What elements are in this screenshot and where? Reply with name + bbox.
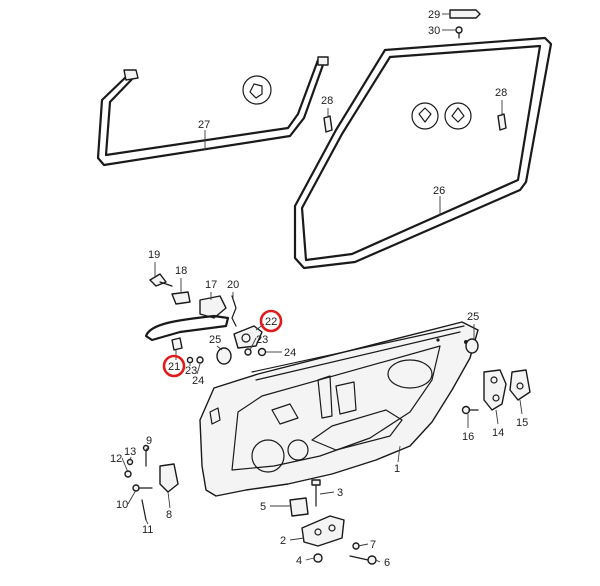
callout-23-lower: 23: [185, 365, 197, 377]
part-25-grommet-right: [465, 338, 479, 354]
callout-28-left: 28: [321, 95, 333, 107]
part-16-bolt: [461, 405, 479, 415]
callout-4: 4: [296, 555, 302, 567]
detail-circle-clip: [242, 75, 272, 105]
part-11-pin: [141, 499, 147, 521]
part-17-handle: [144, 295, 230, 342]
callout-3: 3: [337, 487, 343, 499]
part-18-cylinder: [171, 291, 191, 305]
callout-14: 14: [492, 427, 504, 439]
part-20-spring: [231, 295, 237, 327]
part-2-hinge: [301, 515, 345, 547]
part-14-striker: [483, 369, 507, 411]
detail-circles-26: [411, 102, 472, 130]
callout-27: 27: [198, 119, 210, 131]
callout-28-right: 28: [495, 87, 507, 99]
part-22-bracket: [233, 325, 263, 349]
part-29-clip: [449, 9, 481, 19]
callout-11: 11: [142, 524, 153, 536]
callout-2: 2: [280, 535, 286, 547]
part-19-key: [149, 273, 173, 287]
callout-24-upper: 24: [284, 347, 296, 359]
part-25-grommet-left: [216, 347, 232, 365]
callout-16: 16: [462, 431, 474, 443]
part-30-screw: [455, 26, 463, 39]
part-5-shim: [289, 497, 309, 517]
part-3-hinge-bolt: [311, 479, 321, 507]
callout-21: 21: [168, 361, 180, 373]
part-24-washer-upper: [257, 347, 267, 357]
part-4-nut: [313, 553, 323, 563]
part-1-door-shell: [199, 321, 479, 497]
callout-25-left: 25: [209, 334, 221, 346]
callout-23-upper: 23: [256, 334, 268, 346]
highlight-ring-22: [259, 309, 283, 333]
callout-19: 19: [148, 249, 160, 261]
callout-13: 13: [124, 446, 136, 458]
part-6-bolt: [349, 555, 377, 565]
highlight-ring-21: [162, 354, 186, 378]
part-10-bolt: [132, 484, 153, 492]
callout-22: 22: [265, 316, 277, 328]
part-23-nut-upper: [244, 348, 252, 356]
callout-30: 30: [428, 25, 440, 37]
callout-1: 1: [394, 463, 400, 475]
callout-10: 10: [116, 499, 128, 511]
callout-26: 26: [433, 185, 445, 197]
callout-6: 6: [384, 557, 390, 569]
leader-lines: [121, 13, 523, 563]
part-8-check-strap: [159, 463, 179, 493]
callout-7: 7: [370, 539, 376, 551]
callout-17: 17: [205, 279, 217, 291]
callout-5: 5: [260, 501, 266, 513]
highlight-rings: [162, 309, 283, 378]
callout-18: 18: [175, 265, 187, 277]
callout-12: 12: [110, 453, 122, 465]
callout-25-right: 25: [467, 311, 479, 323]
callout-20: 20: [227, 279, 239, 291]
part-13-washer: [126, 458, 134, 466]
part-21-clip: [171, 337, 183, 351]
callout-15: 15: [516, 417, 528, 429]
callout-24-lower: 24: [192, 375, 204, 387]
callout-8: 8: [166, 509, 172, 521]
part-9-screw: [142, 444, 150, 467]
part-26-window-seal: [293, 36, 553, 270]
part-23-nut-lower: [186, 356, 194, 364]
callout-labels: 29 30 27 26 28 28 19 18 17 20 22 23 24 2…: [110, 9, 528, 569]
part-28-clip-right: [497, 113, 507, 131]
part-24-washer-lower: [196, 356, 204, 364]
callout-9: 9: [146, 435, 152, 447]
callout-29: 29: [428, 9, 440, 21]
part-28-clip-left: [323, 115, 333, 133]
part-15-plate: [509, 369, 531, 401]
part-27-weatherstrip: [96, 56, 329, 167]
